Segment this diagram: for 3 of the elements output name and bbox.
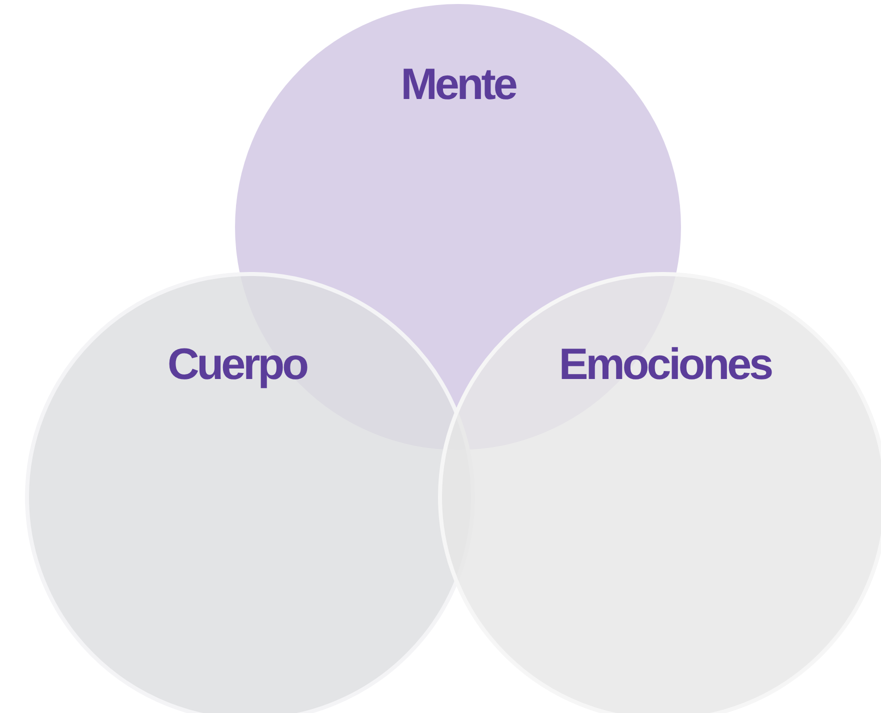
circle-label: Cuerpo (168, 340, 306, 390)
circle-label: Emociones (558, 340, 772, 390)
circle-label: Mente (400, 60, 516, 110)
